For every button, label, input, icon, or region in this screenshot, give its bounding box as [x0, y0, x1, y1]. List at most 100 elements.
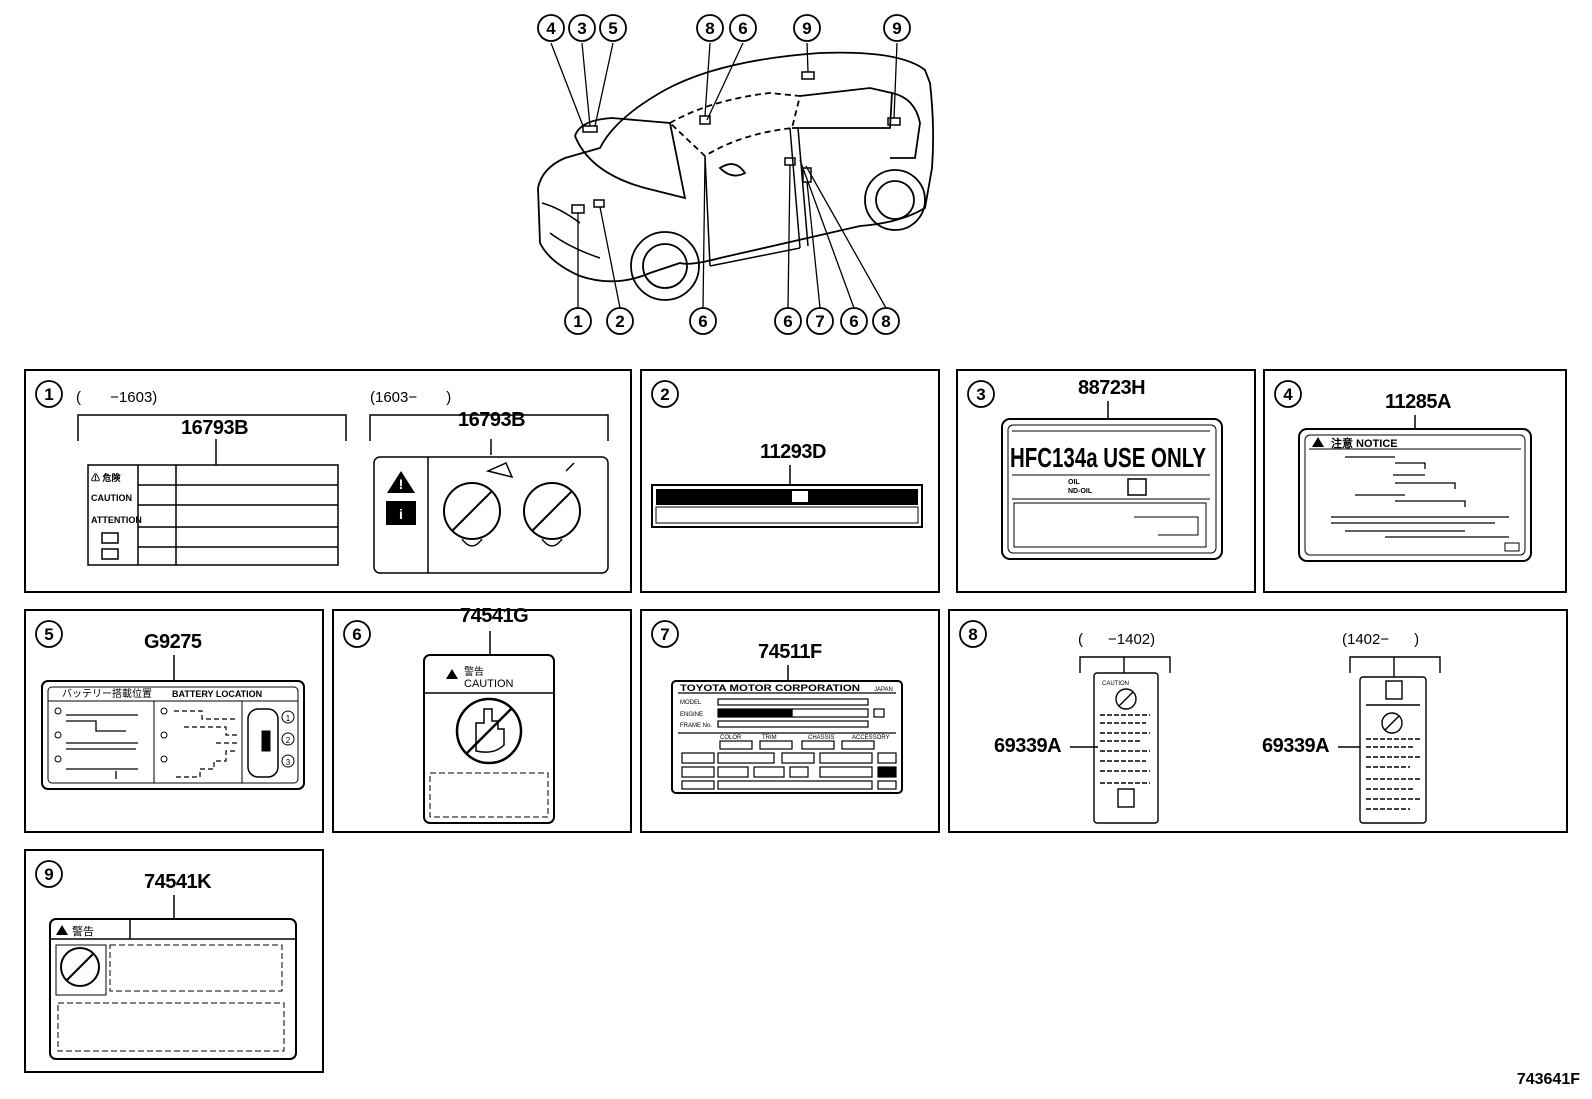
- callout-6: 6: [774, 307, 802, 335]
- panel-3: 3 88723H HFC134a USE ONLY OIL ND-OIL: [956, 369, 1256, 593]
- callout-7: 7: [806, 307, 834, 335]
- label-header-en: CAUTION: [464, 678, 514, 690]
- part-number: 11293D: [760, 441, 826, 463]
- svg-text:2: 2: [286, 736, 291, 745]
- label-header-left: バッテリー搭載位置: [62, 687, 152, 700]
- label-col-trim: TRIM: [762, 735, 777, 741]
- label-header: TOYOTA MOTOR CORPORATION: [680, 683, 860, 693]
- label-col-color: COLOR: [720, 735, 742, 741]
- label-drawing: 警告 CAUTION: [423, 631, 555, 824]
- panel-1: 1 ( −1603) (1603− ): [24, 369, 632, 593]
- callout-8: 8: [872, 307, 900, 335]
- label-drawing: TOYOTA MOTOR CORPORATION JAPAN MODEL ENG…: [671, 665, 903, 794]
- callout-6: 6: [689, 307, 717, 335]
- svg-text:3: 3: [286, 758, 291, 767]
- label-drawing: 注意 NOTICE: [1298, 415, 1532, 562]
- svg-text:4: 4: [546, 19, 556, 38]
- part-number: G9275: [144, 631, 202, 653]
- svg-text:5: 5: [608, 19, 617, 38]
- part-number-right: 16793B: [458, 409, 526, 431]
- panel-8: 8 ( −1402) (1402− ) 69339A 69339A CAUTIO…: [948, 609, 1568, 833]
- panel-7: 7 74511F TOYOTA MOTOR CORPORATION JAPAN …: [640, 609, 940, 833]
- label-header: 警告: [72, 924, 94, 938]
- svg-text:6: 6: [783, 312, 792, 331]
- label-drawing: HFC134a USE ONLY OIL ND-OIL: [1001, 401, 1223, 560]
- panel-number-badge: 3: [967, 380, 995, 408]
- svg-text:3: 3: [976, 385, 985, 404]
- svg-text:1: 1: [44, 385, 53, 404]
- callout-3: 3: [568, 14, 596, 42]
- label-main-text: HFC134a USE ONLY: [1010, 442, 1206, 473]
- svg-text:6: 6: [849, 312, 858, 331]
- svg-text:6: 6: [738, 19, 747, 38]
- svg-text:6: 6: [698, 312, 707, 331]
- svg-text:8: 8: [881, 312, 890, 331]
- svg-text:2: 2: [615, 312, 624, 331]
- callout-9: 9: [883, 14, 911, 42]
- svg-text:9: 9: [892, 19, 901, 38]
- car-body-outline: [537, 51, 935, 283]
- label-field-model: MODEL: [680, 700, 702, 706]
- svg-text:8: 8: [705, 19, 714, 38]
- panel-4: 4 11285A 注意 NOTICE: [1263, 369, 1567, 593]
- part-number: 11285A: [1385, 391, 1451, 413]
- callouts-top: 4 3 5 8 6 9 9: [537, 14, 911, 42]
- panel-number-badge: 8: [959, 620, 987, 648]
- svg-text:7: 7: [660, 625, 669, 644]
- svg-text:4: 4: [1283, 385, 1293, 404]
- label-header-jp: 警告: [464, 665, 484, 678]
- callout-1: 1: [564, 307, 592, 335]
- label-drawing: CAUTION: [1070, 656, 1441, 824]
- svg-text:2: 2: [660, 385, 669, 404]
- panel-6: 6 74541G 警告 CAUTION: [332, 605, 632, 833]
- panel-number-badge: 9: [35, 860, 63, 888]
- svg-text:1: 1: [573, 312, 582, 331]
- callouts-bottom: 1 2 6 6 7 6 8: [564, 307, 900, 335]
- label-drawing: [651, 465, 923, 528]
- panel-5: 5 G9275 1 2 3 バッテリー搭載位置 BATTERY LOCATION: [24, 609, 324, 833]
- label-field-engine: ENGINE: [680, 712, 703, 718]
- panel-2: 2 11293D: [640, 369, 940, 593]
- part-number-right: 69339A: [1262, 735, 1330, 757]
- callout-2: 2: [606, 307, 634, 335]
- svg-text:9: 9: [802, 19, 811, 38]
- panel-number-badge: 1: [35, 380, 63, 408]
- svg-text:i: i: [399, 506, 403, 522]
- svg-text:7: 7: [815, 312, 824, 331]
- svg-text:8: 8: [968, 625, 977, 644]
- svg-text:5: 5: [44, 625, 53, 644]
- label-line-1: ⚠ 危険: [91, 472, 122, 483]
- diagram-code: 743641F: [1516, 1071, 1580, 1088]
- part-number: 74511F: [758, 641, 822, 663]
- part-number: 74541G: [460, 605, 529, 627]
- panel-number-badge: 2: [651, 380, 679, 408]
- part-number: 88723H: [1078, 377, 1146, 399]
- svg-text:!: !: [399, 476, 404, 492]
- date-range-right: (1603− ): [370, 389, 452, 406]
- label-header-tag: JAPAN: [874, 687, 893, 693]
- panel-1-drawing: ! i ⚠ 危険 CAUTION ATTENTION: [77, 414, 609, 574]
- label-drawing: 1 2 3 バッテリー搭載位置 BATTERY LOCATION: [41, 655, 305, 790]
- callout-4: 4: [537, 14, 565, 42]
- callout-9: 9: [793, 14, 821, 42]
- panel-number-badge: 7: [651, 620, 679, 648]
- panel-number-badge: 5: [35, 620, 63, 648]
- label-tag: CAUTION: [1102, 681, 1129, 687]
- vehicle-overview-illustration: 4 3 5 8 6 9 9 1 2 6 6 7 6 8: [537, 14, 935, 335]
- label-col-chassis: CHASSIS: [808, 735, 834, 741]
- callout-5: 5: [599, 14, 627, 42]
- label-header-right: BATTERY LOCATION: [172, 689, 262, 699]
- part-number-left: 69339A: [994, 735, 1062, 757]
- part-number-left: 16793B: [181, 417, 249, 439]
- svg-text:3: 3: [577, 19, 586, 38]
- panel-number-badge: 4: [1274, 380, 1302, 408]
- svg-text:9: 9: [44, 865, 53, 884]
- label-small-1: OIL: [1068, 479, 1080, 486]
- callout-6: 6: [840, 307, 868, 335]
- label-col-accessory: ACCESSORY: [852, 735, 890, 741]
- label-small-2: ND-OIL: [1068, 488, 1093, 495]
- label-header: 注意 NOTICE: [1331, 436, 1398, 450]
- label-line-2: CAUTION: [91, 493, 132, 503]
- panel-number-badge: 6: [343, 620, 371, 648]
- label-field-frame: FRAME No.: [680, 723, 712, 729]
